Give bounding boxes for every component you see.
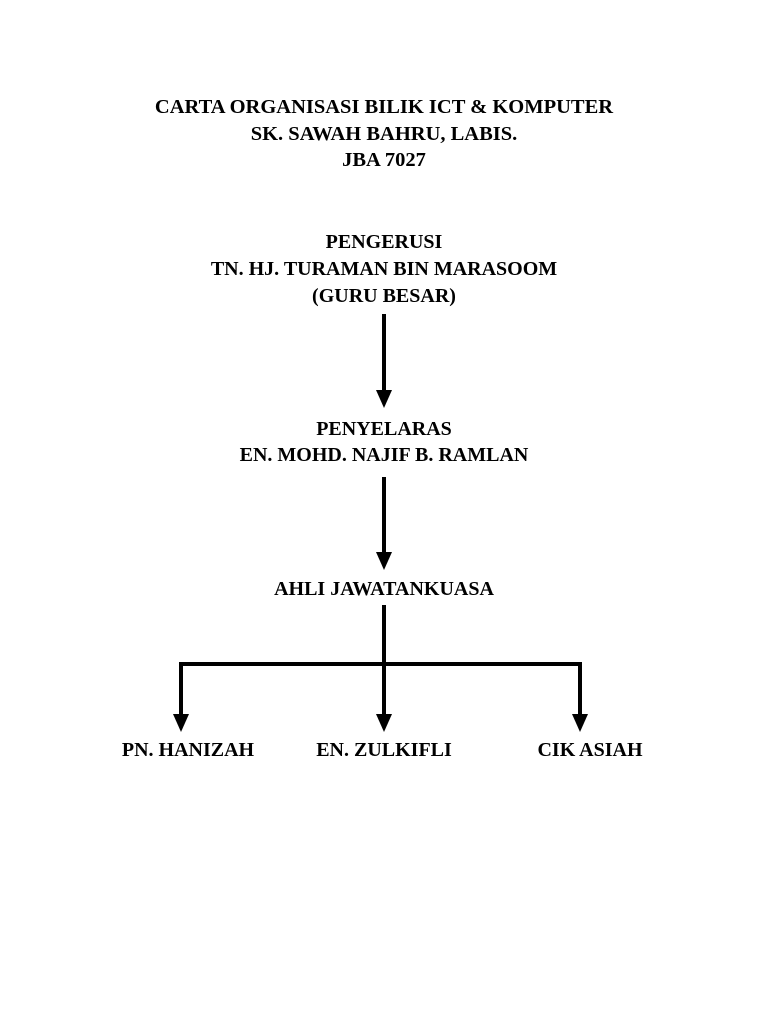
committee-member-3: CIK ASIAH — [537, 739, 643, 761]
committee-label: AHLI JAWATANKUASA — [274, 578, 494, 600]
arrow-chairman-to-coordinator — [376, 314, 392, 408]
chairman-name: TN. HJ. TURAMAN BIN MARASOOM — [210, 258, 558, 280]
committee-member-2: EN. ZULKIFLI — [316, 739, 452, 761]
coordinator-name: EN. MOHD. NAJIF B. RAMLAN — [239, 444, 529, 466]
coordinator-role: PENYELARAS — [316, 418, 452, 440]
committee-member-1: PN. HANIZAH — [121, 739, 255, 761]
arrow-coordinator-to-committee — [376, 477, 392, 570]
chart-title-line-3: JBA 7027 — [342, 149, 426, 171]
chart-title-line-1: CARTA ORGANISASI BILIK ICT & KOMPUTER — [154, 96, 614, 118]
arrow-to-member-1 — [173, 662, 189, 732]
arrow-to-member-3 — [572, 662, 588, 732]
chairman-position: (GURU BESAR) — [312, 285, 456, 307]
chairman-role: PENGERUSI — [325, 231, 443, 253]
arrow-to-member-2 — [376, 662, 392, 732]
chart-title-line-2: SK. SAWAH BAHRU, LABIS. — [250, 123, 518, 145]
committee-branch-lines — [179, 605, 582, 666]
